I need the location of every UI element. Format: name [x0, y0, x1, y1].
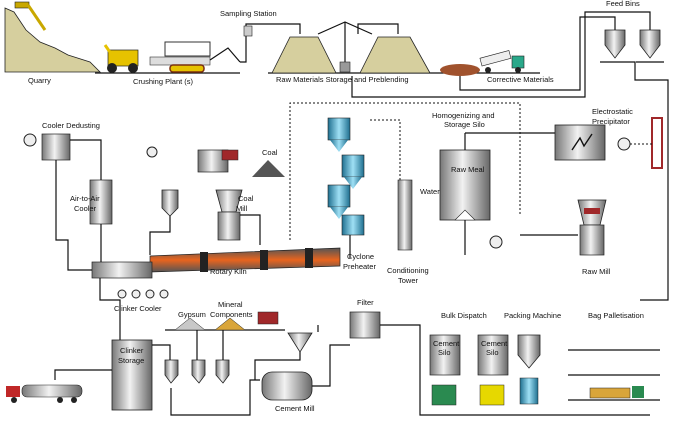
label-precipitator: Precipitator	[592, 117, 630, 126]
label-mineral: Mineral	[218, 300, 243, 309]
label-rotary-kiln: Rotary Kiln	[210, 267, 247, 276]
label-gypsum: Gypsum	[178, 310, 206, 319]
label-corrective-materials: Corrective Materials	[487, 75, 554, 84]
label-components: Components	[210, 310, 253, 319]
label-cooler-dedusting: Cooler Dedusting	[42, 121, 100, 130]
label-cement-silo-2a: Cement	[481, 339, 508, 348]
label-cement-silo-1b: Silo	[438, 348, 451, 357]
feed-bins	[600, 29, 664, 63]
label-raw-materials-storage: Raw Materials Storage and Preblending	[276, 75, 409, 84]
tanker-truck-icon	[6, 384, 83, 403]
clinker-cooler	[91, 261, 169, 299]
conditioning-tower	[397, 179, 413, 251]
cement-feed-bins	[164, 359, 230, 384]
cyclone-preheater	[327, 117, 365, 258]
label-cement-mill: Cement Mill	[275, 404, 315, 413]
label-cement-silo-2b: Silo	[486, 348, 499, 357]
label-coal-mill-2: Mill	[236, 204, 248, 213]
filter-unit	[349, 311, 381, 339]
label-clinker-cooler: Clinker Cooler	[114, 304, 162, 313]
coal-mill	[146, 146, 285, 241]
label-cooler: Cooler	[74, 204, 97, 213]
quarry-area	[4, 1, 101, 73]
corrective-pile	[440, 64, 480, 76]
electrostatic-precipitator	[554, 124, 631, 161]
label-quarry: Quarry	[28, 76, 51, 85]
label-storage-silo: Storage Silo	[444, 120, 485, 129]
label-bulk-dispatch: Bulk Dispatch	[441, 311, 487, 320]
label-coal: Coal	[262, 148, 278, 157]
homogenizing-silo	[439, 149, 491, 221]
bucket-elevator-icon	[651, 117, 663, 169]
label-filter: Filter	[357, 298, 374, 307]
label-cyclone: Cyclone	[347, 252, 374, 261]
label-feed-bins: Feed Bins	[606, 0, 640, 8]
label-preheater: Preheater	[343, 262, 376, 271]
label-electrostatic: Electrostatic	[592, 107, 633, 116]
loader-icon	[103, 44, 139, 73]
label-packing-machine: Packing Machine	[504, 311, 561, 320]
label-clinker: Clinker	[120, 346, 144, 355]
label-sampling-station: Sampling Station	[220, 9, 277, 18]
label-air-to-air: Air-to-Air	[70, 194, 100, 203]
raw-mill	[577, 199, 607, 256]
excavator-icon	[14, 1, 30, 9]
clinker-storage	[111, 339, 153, 411]
label-bag-palletisation: Bag Palletisation	[588, 311, 644, 320]
crusher-icon	[149, 41, 241, 73]
label-conditioning: Conditioning	[387, 266, 429, 275]
label-crushing-plant: Crushing Plant (s)	[133, 77, 194, 86]
label-storage: Storage	[118, 356, 144, 365]
label-water: Water	[420, 187, 440, 196]
label-raw-meal: Raw Meal	[451, 165, 485, 174]
cooler-dedusting	[23, 133, 71, 161]
dump-truck-icon	[479, 50, 525, 73]
label-coal-mill-1: Coal	[238, 194, 254, 203]
label-tower: Tower	[398, 276, 419, 285]
labels: Quarry Crushing Plant (s) Sampling Stati…	[28, 0, 644, 413]
cement-mill	[261, 311, 381, 401]
label-cement-silo-1a: Cement	[433, 339, 460, 348]
dispatch-area	[429, 334, 660, 406]
sampling-station-icon	[243, 25, 253, 37]
label-homogenizing: Homogenizing and	[432, 111, 495, 120]
fan-icon	[489, 235, 503, 249]
hopper-truck-icon	[257, 311, 279, 325]
label-raw-mill: Raw Mill	[582, 267, 611, 276]
